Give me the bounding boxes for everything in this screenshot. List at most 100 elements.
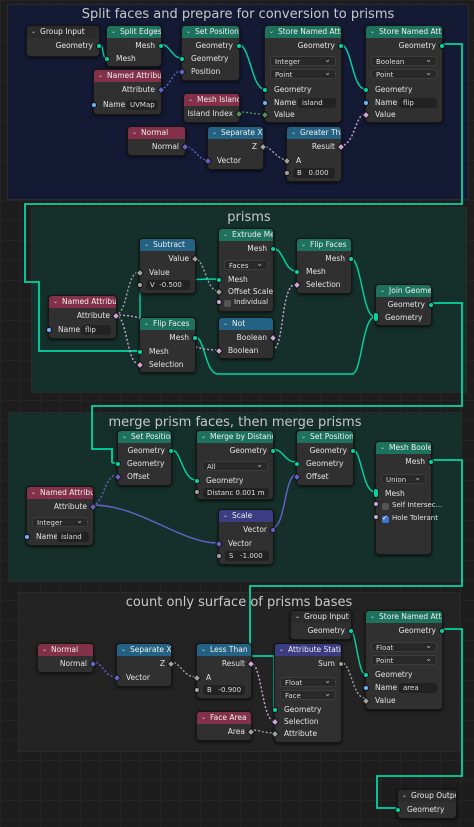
extrude-mesh-node[interactable]: ⌄Extrude Mesh Mesh Faces Mesh Offset Sca… — [214, 228, 276, 312]
socket-geometry-multi-in[interactable] — [373, 312, 379, 322]
collapse-chevron-icon[interactable]: ⌄ — [370, 28, 376, 35]
socket-name-in[interactable] — [262, 100, 268, 106]
socket-mesh-multi-in[interactable] — [373, 488, 379, 498]
socket-name-in[interactable] — [363, 685, 369, 691]
set-position-node[interactable]: ⌄Set Position Geometry Geometry Offset — [113, 430, 174, 486]
collapse-chevron-icon[interactable]: ⌄ — [269, 28, 275, 35]
collapse-chevron-icon[interactable]: ⌄ — [301, 241, 307, 248]
socket-geometry-out[interactable] — [348, 628, 354, 634]
merge-by-distance-node[interactable]: ⌄Merge by Distance Geometry All Geometry… — [194, 430, 276, 500]
socket-geometry-out[interactable] — [236, 43, 242, 49]
normal-node[interactable]: ⌄Normal Normal — [127, 126, 190, 156]
name-field[interactable]: UVMap — [126, 100, 158, 110]
socket-geometry[interactable] — [96, 43, 102, 49]
collapse-chevron-icon[interactable]: ⌄ — [201, 714, 207, 721]
collapse-chevron-icon[interactable]: ⌄ — [186, 28, 192, 35]
collapse-chevron-icon[interactable]: ⌄ — [201, 646, 207, 653]
store-named-attribute-node[interactable]: ⌄Store Named Attrib... Geometry Float Po… — [361, 610, 445, 710]
separate-xyz-node[interactable]: ⌄Separate XYZ Z Vector — [112, 643, 176, 687]
operation-dropdown[interactable]: Union — [381, 473, 426, 484]
data-type-dropdown[interactable]: Integer — [270, 55, 336, 66]
socket-b-in[interactable] — [284, 170, 290, 176]
socket-mesh-in[interactable] — [216, 277, 222, 283]
socket-b-in[interactable] — [194, 687, 200, 693]
group-input-node[interactable]: ⌄Group Input Geometry — [290, 610, 354, 640]
domain-dropdown[interactable]: Point — [371, 654, 437, 665]
named-attribute-node[interactable]: ⌄Named Attribute Attribute Name flip — [46, 295, 121, 339]
less-than-node[interactable]: ⌄Less Than Result A B -0.900 — [192, 643, 256, 699]
collapse-chevron-icon[interactable]: ⌄ — [144, 241, 150, 248]
socket-geometry-in[interactable] — [179, 56, 185, 62]
collapse-chevron-icon[interactable]: ⌄ — [201, 433, 207, 440]
socket-hole-tolerant-in[interactable] — [373, 514, 379, 520]
normal-node[interactable]: ⌄Normal Normal — [37, 643, 98, 673]
socket-geometry-in[interactable] — [194, 478, 200, 484]
scale-node[interactable]: ⌄Scale Vector Vector S -1.000 — [214, 509, 276, 565]
collapse-chevron-icon[interactable]: ⌄ — [98, 72, 104, 79]
socket-geometry-out[interactable] — [338, 43, 344, 49]
socket-geometry-in[interactable] — [294, 461, 300, 467]
not-node[interactable]: ⌄Not Boolean Boolean — [214, 317, 278, 359]
socket-name-in[interactable] — [46, 327, 52, 333]
domain-dropdown[interactable]: Point — [270, 68, 336, 79]
socket-distance-in[interactable] — [194, 489, 200, 495]
socket-geometry-out[interactable] — [168, 448, 174, 454]
collapse-chevron-icon[interactable]: ⌄ — [301, 433, 307, 440]
socket-geometry-out[interactable] — [439, 628, 445, 634]
greater-than-node[interactable]: ⌄Greater Than Result A B 0.000 — [282, 126, 346, 182]
socket-individual-in[interactable] — [216, 299, 222, 305]
s-field[interactable]: S -1.000 — [225, 551, 269, 561]
socket-geometry-in[interactable] — [272, 707, 278, 713]
store-named-attribute-node[interactable]: ⌄Store Named Attrib... Geometry Boolean … — [361, 25, 445, 123]
name-field[interactable]: flip — [399, 98, 437, 108]
domain-dropdown[interactable]: Face — [280, 689, 336, 700]
socket-mesh-out[interactable] — [348, 256, 354, 262]
named-attribute-node[interactable]: ⌄Named Attribute Attribute Name UVMap — [91, 69, 166, 115]
socket-mesh-in[interactable] — [294, 269, 300, 275]
collapse-chevron-icon[interactable]: ⌄ — [188, 96, 194, 103]
socket-mesh-in[interactable] — [104, 56, 110, 62]
mesh-boolean-node[interactable]: ⌄Mesh Boolean Mesh Union Mesh Self Inter… — [373, 441, 442, 555]
group-input-node[interactable]: ⌄Group Input Geometry — [26, 25, 102, 57]
name-field[interactable]: island — [298, 98, 336, 108]
flip-faces-node[interactable]: ⌄Flip Faces Mesh Mesh Selection — [135, 317, 198, 373]
mode-dropdown[interactable]: All — [202, 460, 268, 471]
data-type-dropdown[interactable]: Float — [371, 641, 437, 652]
store-named-attribute-node[interactable]: ⌄Store Named Attrib... Geometry Integer … — [260, 25, 344, 123]
collapse-chevron-icon[interactable]: ⌄ — [291, 129, 297, 136]
collapse-chevron-icon[interactable]: ⌄ — [122, 433, 128, 440]
hole-tolerant-checkbox[interactable] — [382, 514, 389, 523]
name-field[interactable]: island — [57, 532, 89, 542]
face-area-node[interactable]: ⌄Face Area Area — [196, 711, 256, 741]
data-type-dropdown[interactable]: Boolean — [371, 55, 437, 66]
socket-geometry-in[interactable] — [262, 87, 268, 93]
set-position-node[interactable]: ⌄Set Position Geometry Geometry Offset — [292, 430, 356, 486]
socket-geometry-out[interactable] — [428, 302, 434, 308]
socket-mesh-out[interactable] — [270, 246, 276, 252]
collapse-chevron-icon[interactable]: ⌄ — [132, 129, 138, 136]
collapse-chevron-icon[interactable]: ⌄ — [380, 287, 386, 294]
attribute-statistic-node[interactable]: ⌄Attribute Statistic Sum Float Face Geom… — [270, 643, 344, 743]
collapse-chevron-icon[interactable]: ⌄ — [144, 320, 150, 327]
socket-mesh-out[interactable] — [428, 459, 434, 465]
socket-name-in[interactable] — [363, 100, 369, 106]
name-field[interactable]: flip — [81, 325, 111, 335]
data-type-dropdown[interactable]: Integer — [32, 516, 88, 527]
socket-mesh-in[interactable] — [137, 349, 143, 355]
subtract-node[interactable]: ⌄Subtract Value Value V -0.500 — [135, 238, 200, 294]
collapse-chevron-icon[interactable]: ⌄ — [402, 792, 408, 799]
socket-vector-out[interactable] — [270, 527, 276, 533]
socket-v-in[interactable] — [137, 282, 143, 288]
collapse-chevron-icon[interactable]: ⌄ — [111, 28, 117, 35]
individual-checkbox[interactable] — [224, 300, 231, 307]
v-field[interactable]: V -0.500 — [146, 280, 190, 290]
mesh-island-node[interactable]: ⌄Mesh Island Island Index — [183, 93, 244, 123]
collapse-chevron-icon[interactable]: ⌄ — [223, 512, 229, 519]
collapse-chevron-icon[interactable]: ⌄ — [295, 613, 301, 620]
named-attribute-node[interactable]: ⌄Named Attribute Attribute Integer Name … — [24, 486, 98, 546]
name-field[interactable]: area — [399, 683, 437, 693]
b-field[interactable]: B -0.900 — [203, 685, 245, 695]
group-output-node[interactable]: ⌄Group Output Geometry — [395, 789, 457, 819]
distance-field[interactable]: Distanc 0.001 m — [203, 488, 269, 498]
